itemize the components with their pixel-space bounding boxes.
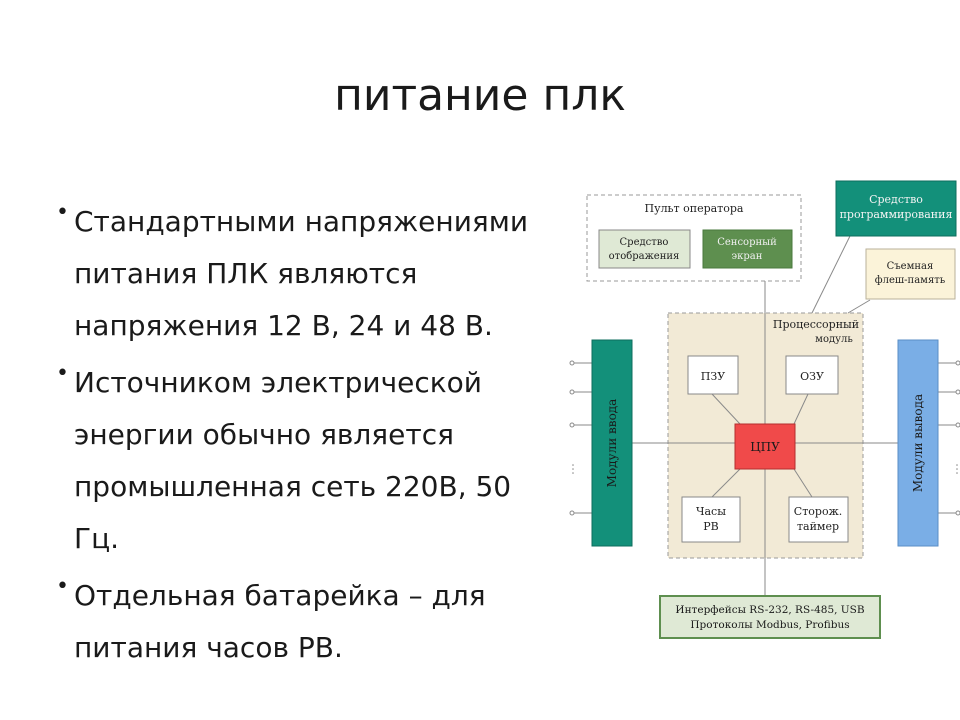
bullet-item: •Источником электрической энергии обычно…	[56, 357, 556, 565]
touch-screen-box	[702, 229, 793, 269]
operator-panel-label: Пульт оператора	[645, 202, 744, 215]
flash-memory-label-1: Съемная	[887, 261, 934, 272]
bullet-text: Отдельная батарейка – для питания часов …	[74, 579, 486, 664]
bullet-item: •Стандартными напряжениями питания ПЛК я…	[56, 196, 556, 352]
processor-module-label-2: модуль	[815, 334, 853, 345]
cpu-box	[734, 423, 796, 470]
interfaces-box	[659, 595, 881, 639]
interfaces-label-1: Интерфейсы RS-232, RS-485, USB	[675, 604, 864, 616]
processor-module-label-1: Процессорный	[773, 318, 859, 331]
rom-label: ПЗУ	[701, 370, 725, 383]
terminal-dots	[569, 360, 960, 516]
bullet-dot-icon: •	[56, 200, 69, 225]
programming-tool-label-1: Средство	[869, 193, 923, 206]
interfaces-label-2: Протоколы Modbus, Profibus	[690, 619, 849, 631]
display-tool-label-1: Средство	[620, 237, 669, 248]
touch-screen-label-1: Сенсорный	[717, 237, 777, 248]
programming-tool-box	[835, 180, 957, 237]
input-module-label: Модули ввода	[605, 399, 619, 488]
flash-memory-label-2: флеш-память	[875, 275, 946, 286]
rom-box	[687, 355, 739, 395]
programming-tool-label-2: программирования	[840, 208, 953, 221]
touch-screen-label-2: экран	[732, 251, 763, 262]
cpu-label: ЦПУ	[750, 440, 780, 454]
clock-box	[681, 496, 741, 543]
output-module-label: Модули вывода	[911, 394, 925, 492]
watchdog-label-2: таймер	[797, 520, 839, 533]
output-module-box	[897, 339, 939, 547]
terminal-ellipsis	[572, 464, 958, 474]
bullet-dot-icon: •	[56, 574, 69, 599]
flash-memory-box	[865, 248, 956, 300]
ram-label: ОЗУ	[800, 370, 824, 383]
bullet-text: Стандартными напряжениями питания ПЛК яв…	[74, 205, 529, 342]
bullet-list: •Стандартными напряжениями питания ПЛК я…	[56, 196, 556, 679]
watchdog-box	[788, 496, 849, 543]
clock-label-2: РВ	[703, 520, 719, 533]
clock-label-1: Часы	[696, 505, 726, 518]
display-tool-box	[598, 229, 691, 269]
bullet-text: Источником электрической энергии обычно …	[74, 366, 512, 555]
bullet-item: •Отдельная батарейка – для питания часов…	[56, 570, 556, 674]
input-module-box	[591, 339, 633, 547]
display-tool-label-2: отображения	[609, 251, 680, 262]
bullet-dot-icon: •	[56, 361, 69, 386]
slide-title: питание плк	[334, 70, 626, 121]
watchdog-label-1: Сторож.	[794, 505, 842, 518]
ram-box	[785, 355, 839, 395]
